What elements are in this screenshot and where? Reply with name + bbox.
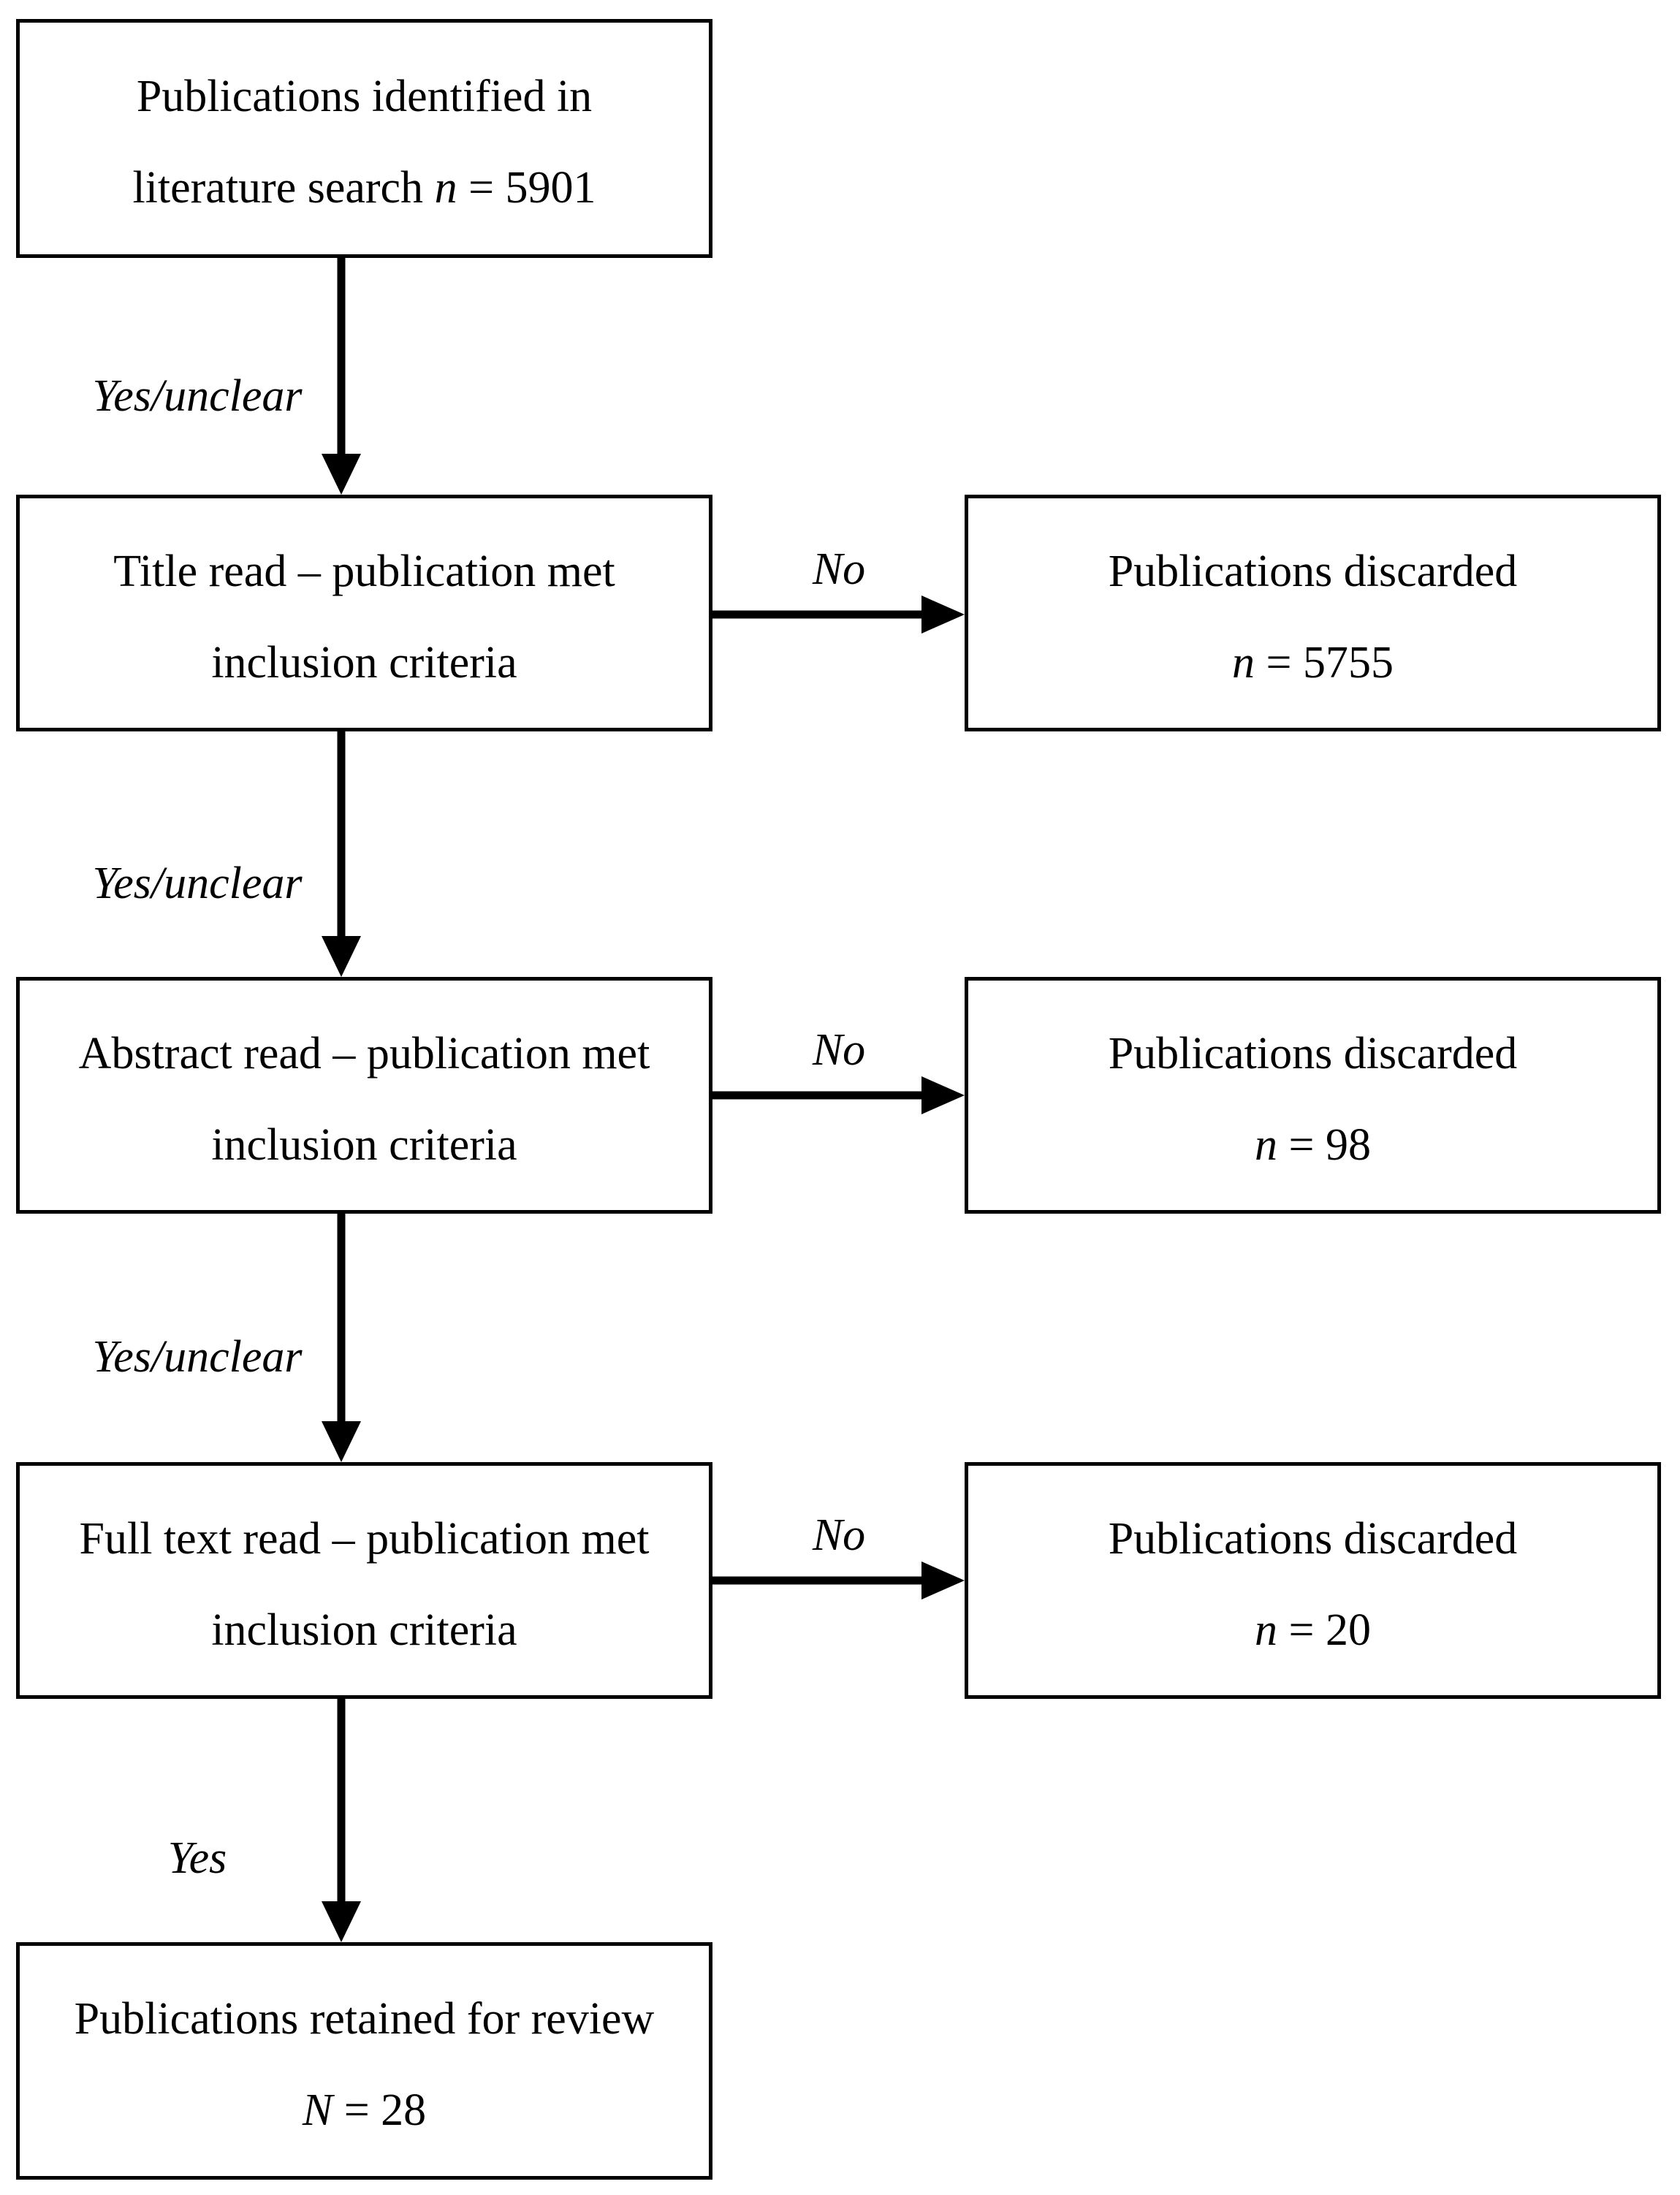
box-line-1: Publications identified in	[136, 72, 593, 121]
arrow-abstract-to-discarded	[710, 1076, 965, 1114]
stat-variable: N	[302, 2085, 333, 2135]
stat-value: = 20	[1288, 1605, 1371, 1655]
box-publications-retained: Publications retained for review N = 28	[16, 1942, 712, 2180]
arrow-identified-to-title	[322, 256, 361, 495]
box-title-read: Title read – publication met inclusion c…	[16, 495, 712, 731]
box-discarded-title: Publications discarded n = 5755	[965, 495, 1661, 731]
box-discarded-abstract: Publications discarded n = 98	[965, 977, 1661, 1214]
box-line-2: literature search n = 5901	[132, 165, 596, 210]
box-line-1: Title read – publication met	[113, 546, 615, 596]
arrow-title-to-discarded	[710, 596, 965, 634]
box-line-2: n = 20	[1255, 1608, 1371, 1653]
edge-label-yes-unclear-3: Yes/unclear	[92, 1332, 303, 1382]
edge-label-yes: Yes	[167, 1833, 227, 1883]
arrow-fulltext-to-discarded	[710, 1561, 965, 1599]
box-line-2: inclusion criteria	[211, 1605, 517, 1655]
box-line-2: n = 98	[1255, 1122, 1371, 1168]
stat-value: = 28	[343, 2085, 427, 2135]
arrow-title-to-abstract	[322, 729, 361, 977]
box-fulltext-read: Full text read – publication met inclusi…	[16, 1462, 712, 1699]
stat-variable: n	[1232, 637, 1255, 688]
box-line-2: inclusion criteria	[211, 1119, 517, 1170]
arrow-fulltext-to-retained	[322, 1697, 361, 1942]
arrow-abstract-to-fulltext	[322, 1211, 361, 1462]
edge-label-yes-unclear-2: Yes/unclear	[92, 859, 303, 908]
stat-variable: n	[1255, 1119, 1278, 1170]
stat-value: = 5755	[1266, 637, 1394, 688]
box-line-1: Abstract read – publication met	[78, 1028, 650, 1079]
box-line-1: Publications retained for review	[74, 1994, 655, 2044]
box-line-1: Publications discarded	[1108, 1513, 1518, 1564]
stat-text: literature search	[132, 163, 424, 213]
box-line-2: N = 28	[303, 2088, 426, 2133]
box-discarded-fulltext: Publications discarded n = 20	[965, 1462, 1661, 1699]
box-line-2: inclusion criteria	[211, 637, 517, 688]
box-line-1: Publications discarded	[1108, 1028, 1518, 1079]
stat-variable: n	[1255, 1605, 1278, 1655]
box-line-2: n = 5755	[1232, 640, 1394, 685]
stat-variable: n	[434, 163, 457, 213]
box-line-1: Full text read – publication met	[79, 1513, 650, 1564]
edge-label-no-2: No	[812, 1025, 866, 1075]
stat-value: = 98	[1288, 1119, 1371, 1170]
box-abstract-read: Abstract read – publication met inclusio…	[16, 977, 712, 1214]
edge-label-no-1: No	[812, 544, 866, 594]
box-line-1: Publications discarded	[1108, 546, 1518, 596]
edge-label-no-3: No	[812, 1510, 866, 1560]
stat-value: = 5901	[468, 163, 596, 213]
edge-label-yes-unclear-1: Yes/unclear	[92, 371, 303, 421]
box-publications-identified: Publications identified in literature se…	[16, 19, 712, 258]
